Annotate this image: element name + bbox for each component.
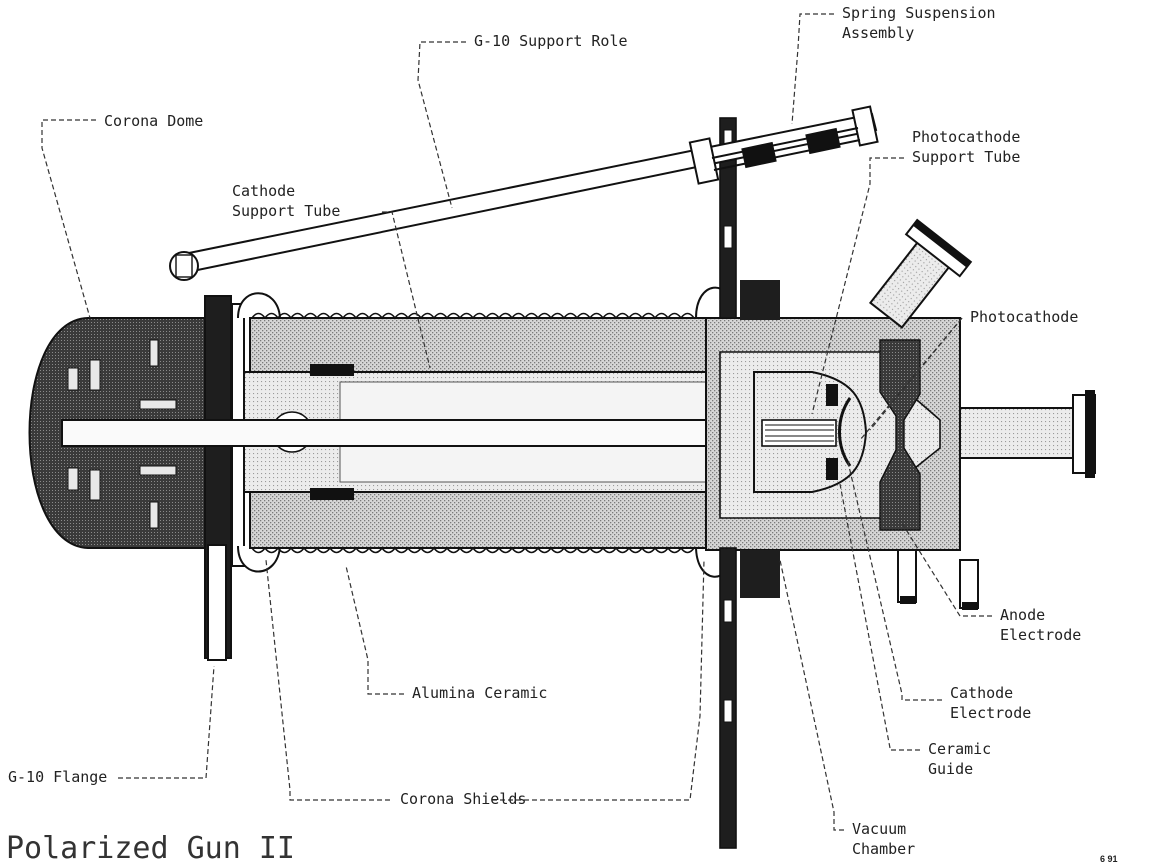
diagram-title: Polarized Gun II — [6, 831, 295, 866]
label-ceramic-guide-line2: Guide — [928, 760, 973, 778]
label-corona-shields: Corona Shields — [400, 790, 526, 808]
label-cathode-electrode-line1: Cathode — [950, 684, 1013, 702]
exit-flange-plate — [1085, 390, 1095, 478]
label-spring-suspension-line2: Assembly — [842, 24, 914, 42]
label-cathode-support-tube-line1: Cathode — [232, 182, 295, 200]
anode-electrode — [879, 339, 921, 531]
angled-vacuum-port — [868, 218, 973, 329]
label-anode-electrode-line1: Anode — [1000, 606, 1045, 624]
support-stand-lower — [719, 547, 737, 849]
alumina-ceramic-bottom-ribs — [251, 546, 695, 554]
chamber-bottom-port-right — [959, 559, 979, 609]
label-vacuum-chamber-line2: Chamber — [852, 840, 915, 858]
label-alumina-ceramic: Alumina Ceramic — [412, 684, 547, 702]
g10-flange-foot — [207, 544, 227, 661]
label-cathode-electrode-line2: Electrode — [950, 704, 1031, 722]
label-ceramic-guide-line1: Ceramic — [928, 740, 991, 758]
photocathode-leads — [765, 424, 834, 442]
date-code: 6 91 — [1100, 854, 1118, 864]
spring-suspension-assembly — [688, 105, 879, 185]
center-rod — [61, 419, 773, 447]
corona-shield-left-top — [237, 292, 281, 319]
label-spring-suspension-line1: Spring Suspension — [842, 4, 996, 22]
dome-internal-hardware — [67, 339, 177, 529]
stand-bracket-top — [740, 280, 780, 320]
label-photocathode-support-tube-line1: Photocathode — [912, 128, 1020, 146]
label-photocathode-support-tube-line2: Support Tube — [912, 148, 1020, 166]
label-photocathode: Photocathode — [970, 308, 1078, 326]
label-g10-support-role: G-10 Support Role — [474, 32, 628, 50]
photocathode-support-tube — [761, 419, 837, 447]
chamber-bottom-port-left — [897, 549, 917, 603]
tube-clamp-top — [310, 364, 354, 376]
label-cathode-support-tube-line2: Support Tube — [232, 202, 340, 220]
ceramic-guide-upper — [826, 384, 838, 406]
photocathode-surface — [838, 397, 852, 467]
label-corona-dome: Corona Dome — [104, 112, 203, 130]
label-vacuum-chamber-line1: Vacuum — [852, 820, 906, 838]
corona-shield-left-bottom — [237, 545, 281, 573]
label-anode-electrode-line2: Electrode — [1000, 626, 1081, 644]
label-g10-flange: G-10 Flange — [8, 768, 107, 786]
leader-lines — [41, 13, 992, 831]
ceramic-guide — [826, 458, 838, 480]
support-rod-pivot — [169, 251, 199, 281]
stand-bracket-bottom — [740, 550, 780, 598]
exit-beam-pipe — [959, 407, 1076, 459]
tube-clamp-bottom — [310, 488, 354, 500]
alumina-ceramic-top-ribs — [251, 312, 695, 320]
